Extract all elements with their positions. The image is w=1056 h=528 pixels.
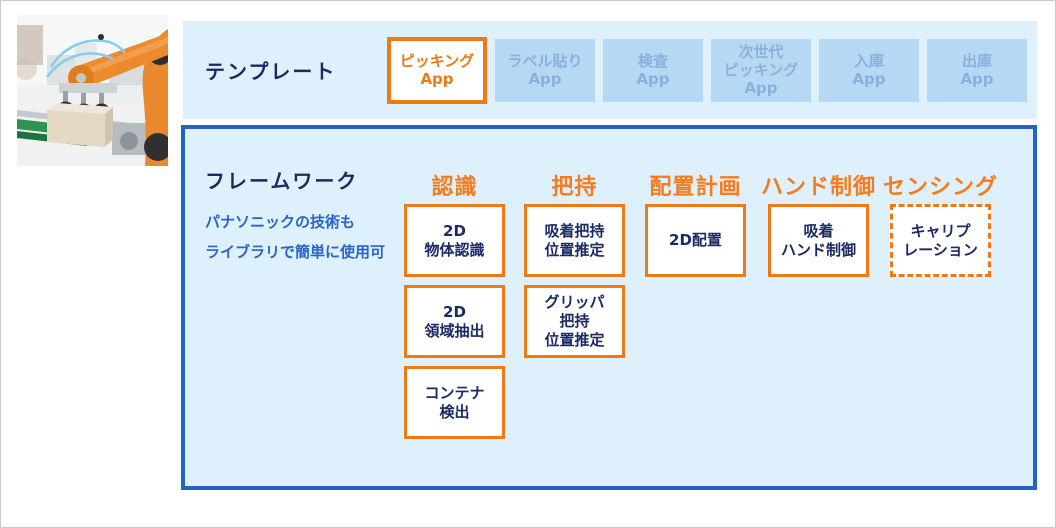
robot-photo-illustration xyxy=(17,15,168,166)
framework-note: パナソニックの技術も ライブラリで簡単に使用可 xyxy=(205,213,386,261)
module-container-detection: コンテナ 検出 xyxy=(404,366,505,439)
template-app-button-nextgen-picking[interactable]: 次世代 ピッキング App xyxy=(711,38,811,102)
framework-column-sensing: センシング キャリプ レーション xyxy=(883,165,999,285)
framework-panel: フレームワーク パナソニックの技術も ライブラリで簡単に使用可 認識 2D 物体… xyxy=(181,125,1037,490)
module-2d-region-extraction: 2D 領域抽出 xyxy=(404,285,505,358)
framework-column-recognition: 認識 2D 物体認識 2D 領域抽出 コンテナ 検出 xyxy=(404,165,505,447)
module-2d-object-recognition: 2D 物体認識 xyxy=(404,204,505,277)
column-header-sensing: センシング xyxy=(883,174,999,200)
module-calibration: キャリプ レーション xyxy=(890,204,991,277)
column-header-placement-planning: 配置計画 xyxy=(649,174,742,200)
module-2d-placement: 2D配置 xyxy=(645,204,746,277)
module-suction-hand-control: 吸着 ハンド制御 xyxy=(768,204,869,277)
column-header-hand-control: ハンド制御 xyxy=(761,174,877,200)
framework-column-placement-planning: 配置計画 2D配置 xyxy=(645,165,746,285)
robot-photo xyxy=(17,15,168,166)
template-bar-label: テンプレート xyxy=(205,59,337,84)
template-bar: テンプレート ピッキング App ラベル貼り App 検査 App 次世代 ピッ… xyxy=(183,21,1037,119)
template-app-button-labeling[interactable]: ラベル貼り App xyxy=(495,38,595,102)
template-app-button-picking[interactable]: ピッキング App xyxy=(387,36,487,104)
template-app-button-outbound[interactable]: 出庫 App xyxy=(927,38,1027,102)
template-app-buttons: ピッキング App ラベル貼り App 検査 App 次世代 ピッキング App… xyxy=(387,21,1027,119)
template-app-button-inbound[interactable]: 入庫 App xyxy=(819,38,919,102)
column-header-grasping: 把持 xyxy=(551,174,598,200)
module-suction-grasp-pose-estimation: 吸着把持 位置推定 xyxy=(524,204,625,277)
template-app-button-inspection[interactable]: 検査 App xyxy=(603,38,703,102)
framework-label: フレームワーク xyxy=(205,169,359,193)
framework-column-hand-control: ハンド制御 吸着 ハンド制御 xyxy=(761,165,877,285)
framework-column-grasping: 把持 吸着把持 位置推定 グリッパ 把持 位置推定 xyxy=(524,165,625,366)
column-header-recognition: 認識 xyxy=(431,174,478,200)
module-gripper-grasp-pose-estimation: グリッパ 把持 位置推定 xyxy=(524,285,625,358)
